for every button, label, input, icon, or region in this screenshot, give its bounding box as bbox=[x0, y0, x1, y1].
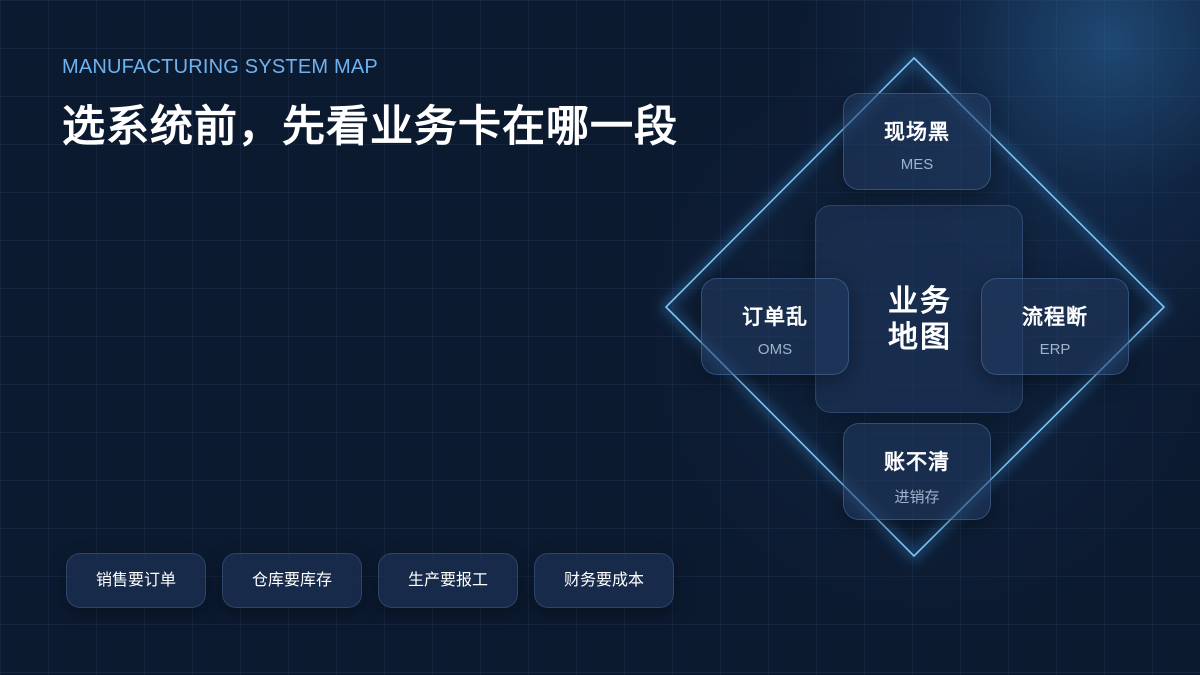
need-pill-production: 生产要报工 bbox=[378, 553, 518, 608]
center-label-line1: 业务 bbox=[888, 285, 952, 318]
node-bottom-card: 账不清 进销存 bbox=[843, 423, 991, 520]
node-left-title: 订单乱 bbox=[742, 306, 808, 329]
node-right-card: 流程断 ERP bbox=[981, 278, 1129, 375]
node-right-title: 流程断 bbox=[1022, 306, 1088, 329]
need-pill-warehouse: 仓库要库存 bbox=[222, 553, 362, 608]
node-top-card: 现场黑 MES bbox=[843, 93, 991, 190]
eyebrow-label: MANUFACTURING SYSTEM MAP bbox=[62, 56, 378, 78]
center-label-line2: 地图 bbox=[888, 321, 952, 354]
node-top-system: MES bbox=[900, 156, 934, 173]
node-bottom-title: 账不清 bbox=[884, 451, 950, 474]
page-title: 选系统前，先看业务卡在哪一段 bbox=[62, 103, 678, 151]
node-bottom-system: 进销存 bbox=[894, 489, 940, 506]
node-right-system: ERP bbox=[1039, 341, 1071, 358]
need-pill-finance: 财务要成本 bbox=[534, 553, 674, 608]
need-pill-sales: 销售要订单 bbox=[66, 553, 206, 608]
node-left-system: OMS bbox=[757, 341, 793, 358]
node-left-card: 订单乱 OMS bbox=[701, 278, 849, 375]
node-top-title: 现场黑 bbox=[884, 121, 950, 144]
